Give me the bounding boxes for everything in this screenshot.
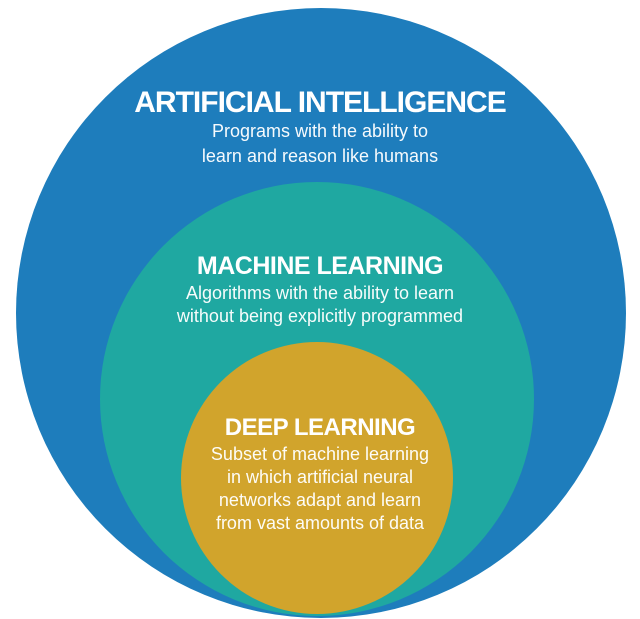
description-line: in which artificial neural [226, 467, 414, 487]
description-line: Programs with the ability to [211, 121, 429, 141]
artificial-intelligence-description: Programs with the ability to learn and r… [0, 119, 640, 169]
machine-learning-description: Algorithms with the ability to learn wit… [0, 282, 640, 328]
deep-learning-title: DEEP LEARNING [224, 414, 416, 441]
machine-learning-title: MACHINE LEARNING [196, 252, 444, 280]
deep-learning-label: DEEP LEARNING Subset of machine learning… [0, 413, 640, 535]
deep-learning-description: Subset of machine learning in which arti… [0, 443, 640, 535]
description-line: without being explicitly programmed [176, 306, 464, 326]
artificial-intelligence-title: ARTIFICIAL INTELLIGENCE [134, 86, 506, 119]
description-line: learn and reason like humans [201, 146, 439, 166]
description-line: Algorithms with the ability to learn [185, 283, 455, 303]
artificial-intelligence-label: ARTIFICIAL INTELLIGENCE Programs with th… [0, 86, 640, 169]
description-line: networks adapt and learn [218, 490, 422, 510]
description-line: Subset of machine learning [210, 444, 430, 464]
deep-learning-circle [181, 342, 453, 614]
description-line: from vast amounts of data [215, 513, 425, 533]
machine-learning-label: MACHINE LEARNING Algorithms with the abi… [0, 251, 640, 328]
